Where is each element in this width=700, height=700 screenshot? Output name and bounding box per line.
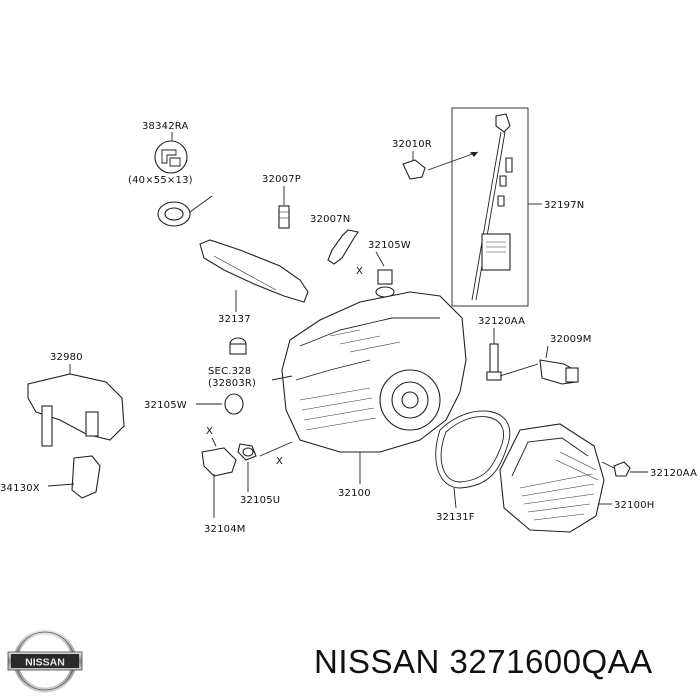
label-x-left2: X [276, 456, 283, 467]
cover-32100H: 32100H [499, 423, 655, 533]
label-x-top: X [356, 266, 363, 277]
label-32105U: 32105U [240, 495, 280, 506]
label-32197N: 32197N [544, 200, 585, 211]
label-38342RA: 38342RA [142, 121, 189, 132]
sensor-32009M: 32009M [499, 334, 592, 385]
bolt-32120AA-right: 32120AA [601, 461, 697, 479]
label-34130X: 34130X [0, 483, 40, 494]
label-32803R: (32803R) [208, 378, 256, 389]
label-32100H: 32100H [614, 500, 655, 511]
parts-32104M-32105U: X X 32105U 32104M [201, 426, 293, 535]
plate-32137: 32137 [199, 239, 309, 325]
plug-32010R: 32010R [392, 139, 479, 180]
dipstick-32197N: 32197N [451, 107, 585, 307]
label-x-left1: X [206, 426, 213, 437]
bushing-32105W-top: 32105W X [356, 240, 411, 298]
label-32120AA-top: 32120AA [478, 316, 525, 327]
label-32007P: 32007P [262, 174, 301, 185]
section-ref-328: SEC.328 (32803R) [208, 337, 293, 389]
oil-seal-38342RA: 38342RA (40×55×13) [128, 121, 213, 227]
product-caption: NISSAN 3271600QAA [314, 643, 653, 680]
label-32104M: 32104M [204, 524, 246, 535]
label-32980: 32980 [50, 352, 83, 363]
gasket-32131F: 32131F [435, 410, 511, 523]
nissan-logo: NISSAN [7, 629, 83, 693]
label-32120AA-right: 32120AA [650, 468, 697, 479]
label-32007N: 32007N [310, 214, 351, 225]
label-32105W-left: 32105W [144, 400, 187, 411]
label-32100: 32100 [338, 488, 371, 499]
pins-32007: 32007P 32007N [262, 174, 359, 265]
lever-32980: 32980 34130X [0, 352, 125, 499]
transmission-case-32100: 32100 [281, 291, 467, 499]
label-seal-dimensions: (40×55×13) [128, 175, 193, 186]
label-32010R: 32010R [392, 139, 432, 150]
logo-text: NISSAN [25, 657, 65, 669]
label-32009M: 32009M [550, 334, 592, 345]
label-sec328: SEC.328 [208, 366, 251, 377]
label-32137: 32137 [218, 314, 251, 325]
label-32105W-top: 32105W [368, 240, 411, 251]
label-32131F: 32131F [436, 512, 475, 523]
bushing-32105W-left: 32105W [144, 393, 244, 415]
